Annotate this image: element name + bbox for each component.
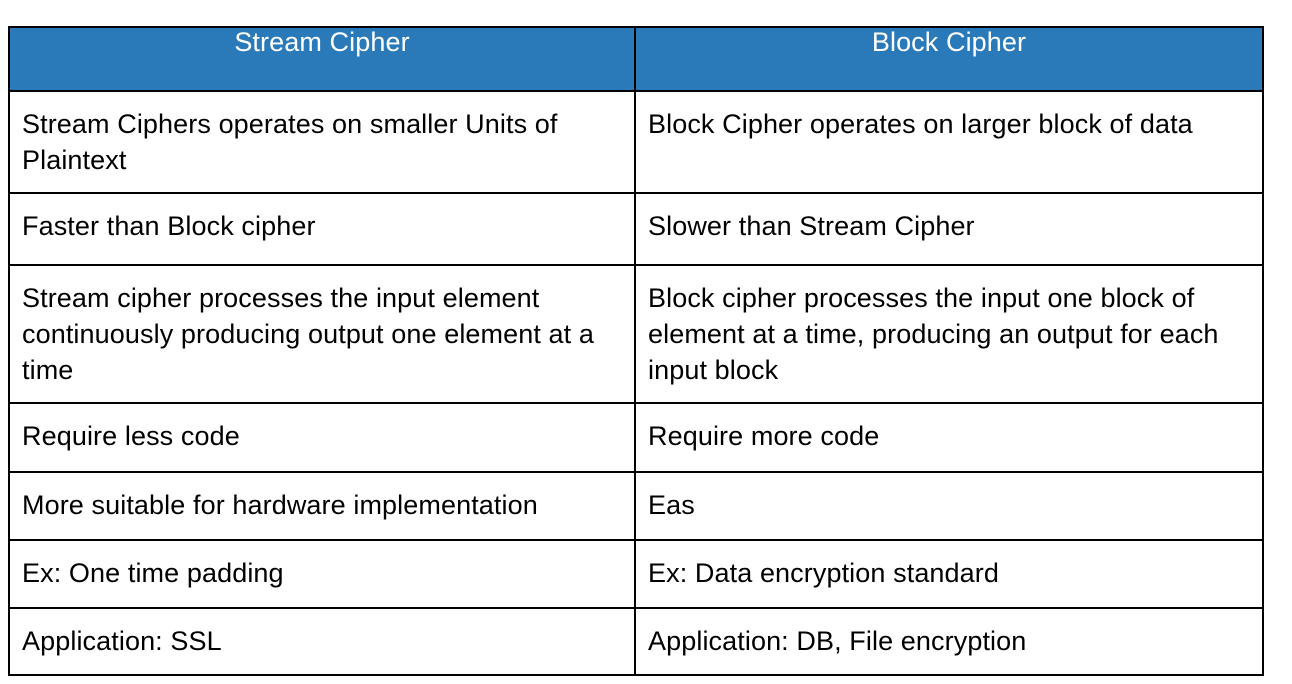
cipher-comparison-table: Stream Cipher Block Cipher Stream Cipher… [8, 26, 1264, 676]
cell-text: Ex: Data encryption standard [648, 558, 999, 588]
cell-text: Stream Ciphers operates on smaller Units… [22, 109, 558, 175]
cell-stream-cipher-6: Ex: One time padding [8, 539, 636, 609]
table-body: Stream Ciphers operates on smaller Units… [8, 90, 1264, 676]
column-header-stream-cipher: Stream Cipher [8, 26, 636, 92]
column-header-block-cipher-label: Block Cipher [871, 27, 1027, 57]
cell-text: Eas [648, 490, 695, 520]
cell-stream-cipher-5: More suitable for hardware implementatio… [8, 471, 636, 541]
cell-stream-cipher-3: Stream cipher processes the input elemen… [8, 264, 636, 404]
table-row: Stream cipher processes the input elemen… [8, 264, 1264, 404]
cell-text: Ex: One time padding [22, 558, 284, 588]
cell-block-cipher-3: Block cipher processes the input one blo… [634, 264, 1264, 404]
cell-text: Block cipher processes the input one blo… [648, 283, 1219, 385]
cell-block-cipher-6: Ex: Data encryption standard [634, 539, 1264, 609]
table-header: Stream Cipher Block Cipher [8, 26, 1264, 92]
column-header-block-cipher: Block Cipher [634, 26, 1264, 92]
table-row: More suitable for hardware implementatio… [8, 471, 1264, 541]
cell-stream-cipher-2: Faster than Block cipher [8, 192, 636, 266]
cell-block-cipher-5: Eas [634, 471, 1264, 541]
table-row: Faster than Block cipher Slower than Str… [8, 192, 1264, 266]
cell-text: Block Cipher operates on larger block of… [648, 109, 1193, 139]
cell-stream-cipher-7: Application: SSL [8, 607, 636, 676]
cell-block-cipher-1: Block Cipher operates on larger block of… [634, 90, 1264, 194]
cell-block-cipher-7: Application: DB, File encryption [634, 607, 1264, 676]
cell-block-cipher-2: Slower than Stream Cipher [634, 192, 1264, 266]
cell-stream-cipher-4: Require less code [8, 402, 636, 473]
table-row: Application: SSL Application: DB, File e… [8, 607, 1264, 676]
cell-text: Require more code [648, 421, 880, 451]
cell-text: Stream cipher processes the input elemen… [22, 283, 594, 385]
cell-stream-cipher-1: Stream Ciphers operates on smaller Units… [8, 90, 636, 194]
column-header-stream-cipher-label: Stream Cipher [234, 27, 410, 57]
table-row: Require less code Require more code [8, 402, 1264, 473]
cell-text: Application: DB, File encryption [648, 626, 1027, 656]
cell-text: More suitable for hardware implementatio… [22, 490, 538, 520]
cell-block-cipher-4: Require more code [634, 402, 1264, 473]
table-row: Ex: One time padding Ex: Data encryption… [8, 539, 1264, 609]
cell-text: Application: SSL [22, 626, 222, 656]
cell-text: Require less code [22, 421, 240, 451]
table-header-row: Stream Cipher Block Cipher [8, 26, 1264, 92]
cell-text: Faster than Block cipher [22, 211, 316, 241]
cell-text: Slower than Stream Cipher [648, 211, 975, 241]
table-row: Stream Ciphers operates on smaller Units… [8, 90, 1264, 194]
